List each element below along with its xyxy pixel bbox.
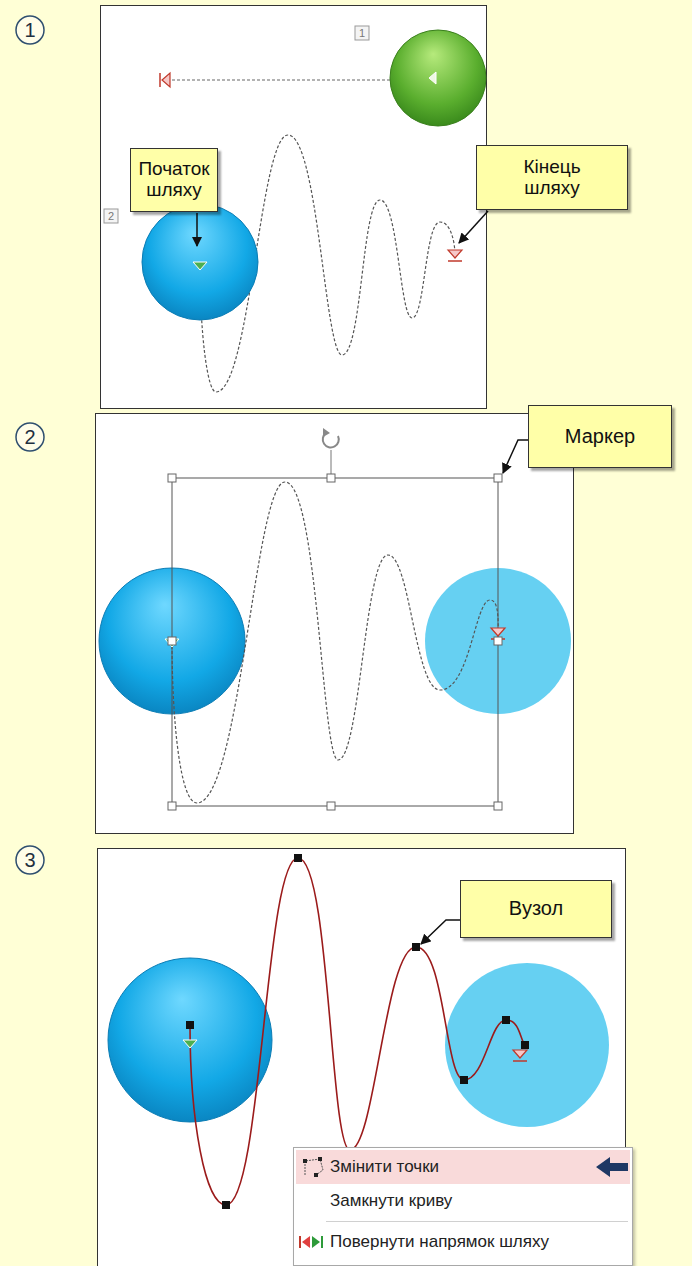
motion-path	[168, 79, 390, 80]
illustration-part	[323, 428, 330, 437]
step-circle	[16, 423, 44, 451]
blue-circle	[108, 958, 272, 1122]
callout-text: Вузол	[509, 898, 563, 920]
callout-box: Початок шляху	[130, 148, 218, 212]
illustration-part	[159, 73, 161, 87]
illustration-part	[314, 1173, 318, 1177]
leader-arrow	[459, 211, 488, 243]
illustration-part	[318, 1157, 322, 1161]
illustration-part	[513, 1060, 527, 1062]
end-marker	[448, 250, 462, 261]
leader-arrow	[421, 920, 460, 944]
illustration-part	[521, 1041, 529, 1049]
callout-text: Кінець шляху	[512, 157, 592, 198]
panel	[101, 6, 487, 409]
menu-item: Змінити точки	[296, 1150, 630, 1184]
ghost-circle	[445, 963, 609, 1127]
illustration-part	[502, 1016, 510, 1024]
menu-item-text: Замкнути криву	[330, 1191, 452, 1210]
illustration-part	[222, 1201, 230, 1209]
motion-path	[172, 482, 498, 803]
panel	[96, 414, 574, 834]
illustration-part	[299, 1236, 301, 1248]
start-marker	[193, 262, 207, 270]
illustration-part	[168, 474, 176, 482]
illustration-part	[412, 943, 420, 951]
illustration-part	[460, 1076, 468, 1084]
rotate-handle	[323, 428, 339, 447]
illustration-part	[494, 802, 502, 810]
leader-arrow	[503, 440, 528, 473]
callout-box: Вузол	[460, 880, 612, 938]
illustration-part	[303, 1159, 307, 1163]
menu-separator	[326, 1221, 628, 1222]
green-circle	[390, 30, 486, 126]
illustration-part	[327, 474, 335, 482]
illustration-part	[305, 1159, 323, 1175]
order-number: 1	[359, 28, 365, 39]
step-circle	[16, 846, 44, 874]
illustration-part	[302, 1236, 310, 1248]
end-marker	[513, 1050, 527, 1061]
illustration-part	[327, 802, 335, 810]
illustration-part	[596, 1157, 628, 1177]
step-number: 2	[24, 427, 35, 447]
reverse-icon	[294, 1225, 328, 1259]
illustration-part	[312, 1236, 320, 1248]
start-marker	[429, 72, 436, 84]
end-marker	[160, 73, 170, 87]
illustration-part	[491, 628, 505, 636]
illustration-part	[513, 1050, 527, 1058]
menu-item-text: Повернути напрямок шляху	[330, 1232, 549, 1251]
callout-box: Кінець шляху	[476, 145, 628, 210]
callout-text: Початок шляху	[136, 159, 212, 200]
illustration-part	[294, 854, 302, 862]
step-number: 1	[24, 20, 35, 40]
context-menu: Змінити точкиЗамкнути кривуПовернути нап…	[293, 1147, 633, 1266]
resize-handle	[168, 637, 176, 645]
callout-text: Маркер	[565, 426, 635, 448]
illustration-part	[186, 1021, 194, 1029]
resize-handle	[168, 474, 502, 810]
step-circle	[16, 16, 44, 44]
leader-arrow	[196, 213, 198, 246]
resize-handle	[494, 637, 502, 645]
selection-frame	[172, 478, 498, 806]
order-tag	[104, 209, 118, 223]
blue-circle	[142, 204, 258, 320]
order-number: 2	[108, 211, 114, 222]
menu-item: Повернути напрямок шляху	[294, 1225, 632, 1259]
illustration-part	[168, 802, 176, 810]
step-number: 3	[24, 850, 35, 870]
illustration-part	[494, 474, 502, 482]
illustration-part	[162, 73, 170, 87]
menu-item-text: Змінити точки	[330, 1157, 439, 1176]
start-marker	[183, 1040, 197, 1048]
menu-item: Замкнути криву	[294, 1184, 632, 1218]
edit-points-icon	[296, 1150, 330, 1184]
illustration-part	[321, 1236, 323, 1248]
callout-box: Маркер	[528, 405, 672, 468]
order-tag	[355, 26, 369, 40]
illustration-part	[448, 250, 462, 258]
illustration-part	[448, 260, 462, 262]
